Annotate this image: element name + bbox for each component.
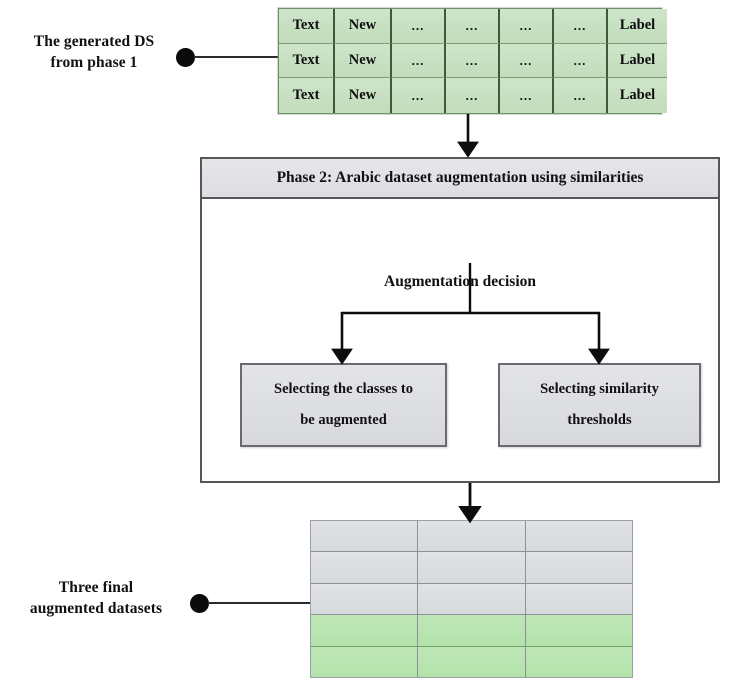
table-cell (311, 552, 419, 583)
source-dataset-table: Text New ... ... ... ... Label Text New … (278, 8, 667, 114)
table-cell-ellipsis: ... (500, 9, 554, 44)
table-cell (418, 521, 526, 552)
result-annotation-marker-icon (190, 594, 209, 613)
result-annotation-line2: augmented datasets (29, 599, 163, 617)
table-cell-text: Text (279, 43, 335, 79)
branch-box-select-classes-line2: be augmented (300, 412, 387, 428)
table-cell-ellipsis: ... (446, 43, 500, 79)
result-annotation-label: Three final augmented datasets (2, 578, 190, 620)
table-cell (418, 552, 526, 583)
table-cell (418, 646, 526, 678)
table-row (311, 552, 632, 584)
augmentation-decision-label: Augmentation decision (384, 273, 536, 290)
table-cell-text: Text (279, 9, 335, 44)
table-cell-text: Text (279, 78, 335, 114)
table-cell-ellipsis: ... (392, 9, 446, 44)
table-row: Text New ... ... ... ... Label (279, 43, 667, 79)
table-cell-ellipsis: ... (446, 9, 500, 44)
phase2-body: Augmentation decision (202, 199, 718, 481)
table-cell (418, 583, 526, 615)
branch-box-select-thresholds-line2: thresholds (567, 412, 632, 428)
branch-box-select-classes[interactable]: Selecting the classes to be augmented (240, 363, 447, 447)
source-annotation-label: The generated DS from phase 1 (8, 32, 180, 74)
table-cell-ellipsis: ... (500, 43, 554, 79)
table-cell-ellipsis: ... (500, 78, 554, 114)
table-cell-ellipsis: ... (392, 43, 446, 79)
table-cell-ellipsis: ... (554, 78, 608, 114)
table-row: Text New ... ... ... ... Label (279, 9, 667, 44)
table-cell-ellipsis: ... (446, 78, 500, 114)
table-cell-ellipsis: ... (554, 9, 608, 44)
table-cell-ellipsis: ... (554, 43, 608, 79)
table-cell (525, 521, 632, 552)
table-row (311, 646, 632, 678)
source-annotation-line1: The generated DS (33, 33, 155, 50)
branch-box-select-thresholds[interactable]: Selecting similarity thresholds (498, 363, 701, 447)
table-cell-ellipsis: ... (392, 78, 446, 114)
table-row (311, 521, 632, 553)
table-cell (525, 583, 632, 615)
branch-box-select-classes-line1: Selecting the classes to (274, 381, 413, 397)
table-cell (311, 615, 419, 646)
source-annotation-line2: from phase 1 (50, 53, 138, 71)
table-cell (311, 521, 419, 552)
table-cell (311, 646, 419, 678)
table-cell-label: Label (608, 43, 667, 79)
table-cell (525, 615, 632, 646)
branch-box-select-thresholds-line1: Selecting similarity (540, 381, 659, 397)
table-cell-new: New (335, 78, 392, 114)
result-annotation-line1: Three final (58, 579, 134, 596)
result-datasets-table (310, 520, 633, 678)
table-cell (525, 552, 632, 583)
source-annotation-marker-icon (176, 48, 195, 67)
phase2-header-title: Phase 2: Arabic dataset augmentation usi… (202, 159, 718, 199)
table-cell-label: Label (608, 9, 667, 44)
table-cell-label: Label (608, 78, 667, 114)
table-row (311, 615, 632, 647)
table-cell-new: New (335, 43, 392, 79)
table-row (311, 583, 632, 616)
table-cell (525, 646, 632, 678)
table-cell (418, 615, 526, 646)
result-annotation-connector (208, 602, 312, 604)
table-row: Text New ... ... ... ... Label (279, 78, 667, 114)
source-annotation-connector (194, 56, 280, 58)
table-cell (311, 583, 419, 615)
table-cell-new: New (335, 9, 392, 44)
